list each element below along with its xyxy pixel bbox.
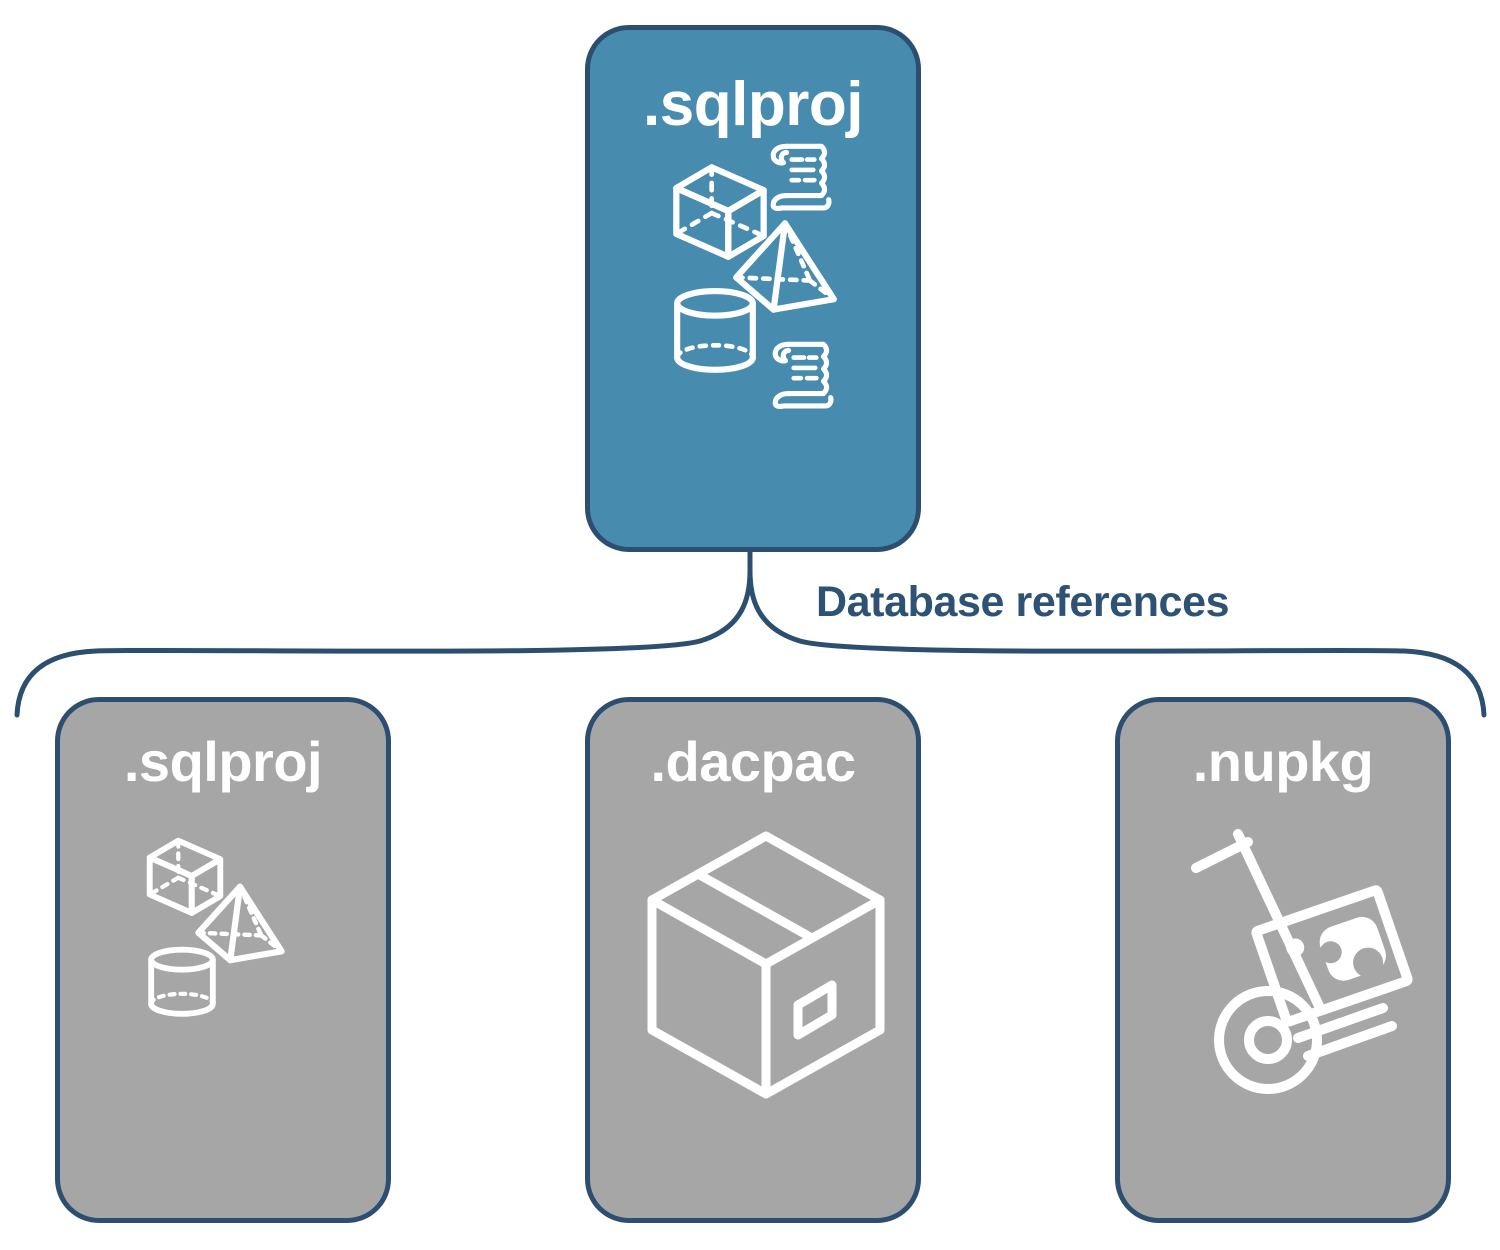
carried-package-icon	[1251, 885, 1413, 1027]
wheel-hub-icon	[1244, 1016, 1292, 1064]
sqlproj-child-icon-group	[60, 790, 386, 1218]
root-icon-group	[590, 136, 916, 547]
wheel-outer-icon	[1214, 986, 1322, 1094]
cube-icon	[673, 164, 767, 260]
cylinder-icon	[674, 288, 756, 373]
dacpac-icon-group	[590, 790, 916, 1218]
box-label-icon	[793, 980, 837, 1040]
card-title-sqlproj-child: .sqlproj	[123, 730, 323, 793]
nupkg-icon-group	[1120, 790, 1446, 1218]
brace-right-arm	[747, 568, 1487, 718]
brace-left-arm	[14, 568, 753, 718]
cylinder-icon	[148, 946, 216, 1017]
card-title-sqlproj-root: .sqlproj	[643, 70, 863, 139]
scroll-icon	[770, 143, 832, 212]
node-card-sqlproj-root[interactable]: .sqlproj	[585, 25, 921, 552]
cube-icon	[146, 837, 224, 916]
scroll-icon	[772, 341, 834, 410]
node-card-nupkg[interactable]: .nupkg	[1115, 697, 1451, 1223]
package-box-icon	[647, 831, 885, 1099]
hand-truck-icon	[1191, 829, 1413, 1094]
node-card-dacpac[interactable]: .dacpac	[585, 697, 921, 1223]
node-card-sqlproj-child[interactable]: .sqlproj	[55, 697, 391, 1223]
pyramid-icon	[733, 220, 837, 313]
card-title-nupkg: .nupkg	[1192, 730, 1374, 793]
card-title-dacpac: .dacpac	[650, 730, 856, 793]
connector-label: Database references	[816, 578, 1230, 626]
pyramid-icon	[195, 883, 285, 964]
